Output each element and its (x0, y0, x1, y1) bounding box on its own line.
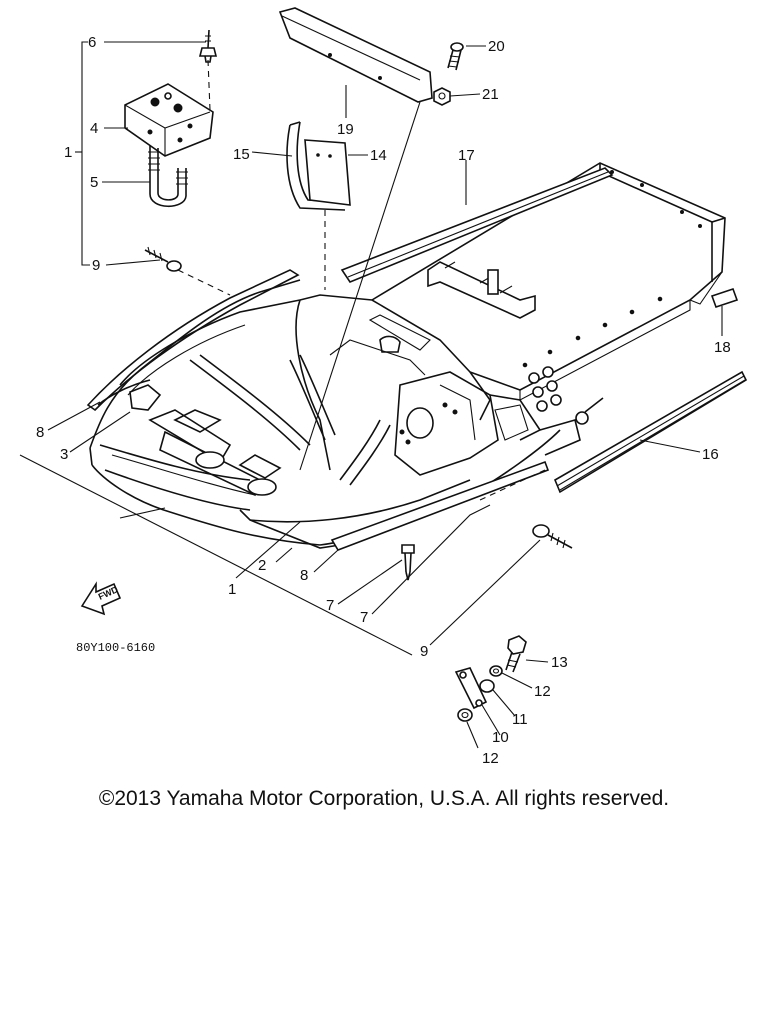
callout-18: 18 (714, 339, 731, 356)
callout-13: 13 (551, 654, 568, 671)
copyright-notice: ©2013 Yamaha Motor Corporation, U.S.A. A… (98, 787, 670, 810)
leader-lines (19, 41, 723, 749)
callout-12-b: 12 (482, 750, 499, 767)
callout-1-bottom: 1 (228, 581, 236, 598)
part-5-ubolt (148, 146, 188, 207)
callout-7-b: 7 (360, 609, 368, 626)
callout-6: 6 (88, 34, 96, 51)
callout-12-a: 12 (534, 683, 551, 700)
callout-4: 4 (90, 120, 98, 137)
part-14-pad (304, 139, 351, 206)
parts-diagram: FWD 6 1 4 5 9 19 20 21 15 14 17 18 16 8 … (19, 7, 748, 767)
callout-11: 11 (512, 711, 528, 728)
callout-8-left: 8 (36, 424, 44, 441)
callout-9-left: 9 (92, 257, 100, 274)
callout-9-bottom: 9 (420, 643, 428, 660)
part-20-bolt (447, 42, 464, 71)
callout-19: 19 (337, 121, 354, 138)
part-9-screw-left (144, 246, 182, 272)
part-19-cover (278, 7, 433, 103)
callout-7-a: 7 (326, 597, 334, 614)
part-8-strip (330, 460, 550, 551)
part-code: 80Y100-6160 (76, 641, 155, 655)
callout-20: 20 (488, 38, 505, 55)
part-15-handle (286, 121, 346, 211)
callout-17: 17 (458, 147, 475, 164)
side-screw (575, 397, 604, 425)
parts-10-13-cluster (454, 635, 527, 722)
part-18-tag (710, 287, 739, 309)
callout-5: 5 (90, 174, 98, 191)
part-9-screw-bottom (532, 524, 573, 549)
part-4-plate (124, 83, 214, 157)
part-7-screw (401, 544, 415, 581)
fwd-arrow-icon: FWD (80, 581, 122, 616)
part-17-strip (340, 167, 614, 283)
callout-2: 2 (258, 557, 266, 574)
callout-numbers: 6 1 4 5 9 19 20 21 15 14 17 18 16 8 3 2 … (36, 34, 731, 767)
callout-15: 15 (233, 146, 250, 163)
part-6-screw (198, 29, 218, 63)
callout-8-bottom: 8 (300, 567, 308, 584)
callout-14: 14 (370, 147, 387, 164)
part-16-strip (553, 370, 748, 494)
part-21-nut (433, 87, 451, 106)
callout-1-left: 1 (64, 144, 72, 161)
callout-3: 3 (60, 446, 68, 463)
callout-21: 21 (482, 86, 499, 103)
callout-10: 10 (492, 729, 509, 746)
callout-16: 16 (702, 446, 719, 463)
hull-body (86, 162, 726, 549)
